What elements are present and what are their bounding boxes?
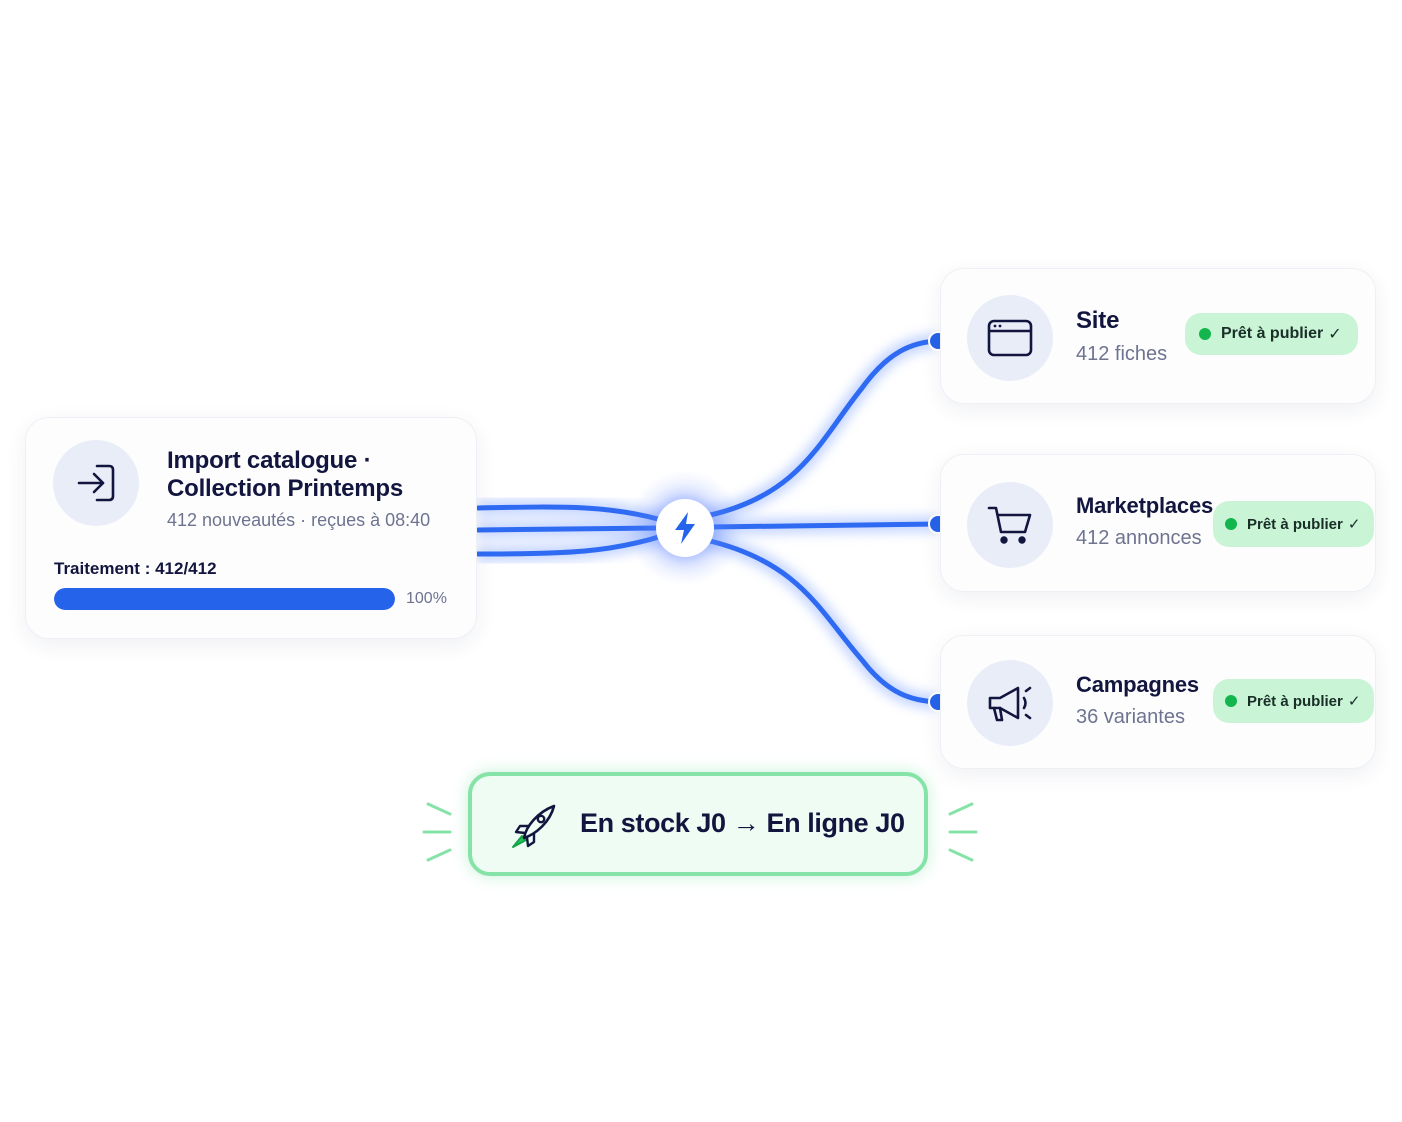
megaphone-icon — [988, 686, 1032, 722]
rocket-icon — [512, 804, 556, 848]
check-icon: ✓ — [1328, 326, 1342, 343]
banner-text: En stock J0 → En ligne J0 — [580, 808, 905, 838]
site-subtitle: 412 fiches — [1076, 343, 1168, 365]
sparkle-lines-right — [948, 802, 978, 862]
check-icon: ✓ — [1347, 693, 1361, 710]
site-status-badge: Prêt à publier ✓ — [1185, 313, 1358, 355]
status-badge-label: Prêt à publier — [1221, 325, 1324, 342]
site-icon-circle — [967, 295, 1053, 381]
marketplaces-icon-circle — [967, 482, 1053, 568]
progress-track — [54, 588, 395, 610]
campagnes-icon-circle — [967, 660, 1053, 746]
campagnes-subtitle: 36 variantes — [1076, 706, 1185, 728]
channel-card-marketplaces: Marketplaces 412 annonces Prêt à publier… — [940, 454, 1376, 592]
shopping-cart-icon — [987, 506, 1032, 544]
sign-in-arrow-icon — [77, 464, 115, 502]
source-card: Import catalogue · Collection Printemps … — [25, 417, 477, 639]
result-banner: En stock J0 → En ligne J0 — [468, 772, 928, 876]
sparkle-lines-left — [422, 802, 452, 862]
status-dot — [1225, 518, 1237, 530]
lightning-bolt-icon — [675, 512, 695, 544]
channel-card-campagnes: Campagnes 36 variantes Prêt à publier ✓ — [940, 635, 1376, 769]
source-title-line1: Import catalogue · — [167, 447, 372, 474]
campagnes-title: Campagnes — [1076, 672, 1199, 697]
status-dot — [1225, 695, 1237, 707]
marketplaces-title: Marketplaces — [1076, 493, 1214, 518]
source-icon-circle — [53, 440, 139, 526]
source-title-line2: Collection Printemps — [167, 475, 404, 502]
check-icon: ✓ — [1347, 516, 1361, 533]
progress-percent: 100% — [406, 590, 447, 607]
status-badge-label: Prêt à publier — [1247, 515, 1343, 533]
marketplaces-status-badge: Prêt à publier ✓ — [1213, 501, 1375, 547]
progress-fill — [54, 588, 395, 610]
progress-label: Traitement : 412/412 — [54, 559, 217, 578]
channel-card-site: Site 412 fiches Prêt à publier ✓ — [940, 268, 1376, 404]
status-badge-label: Prêt à publier — [1247, 692, 1343, 710]
source-subtitle: 412 nouveautés · reçues à 08:40 — [167, 510, 431, 530]
marketplaces-subtitle: 412 annonces — [1076, 527, 1202, 549]
site-title: Site — [1076, 307, 1120, 334]
campagnes-status-badge: Prêt à publier ✓ — [1213, 679, 1375, 723]
output-lines — [703, 334, 941, 709]
status-dot — [1199, 328, 1211, 340]
browser-window-icon — [987, 319, 1033, 357]
hub-node — [656, 499, 714, 557]
